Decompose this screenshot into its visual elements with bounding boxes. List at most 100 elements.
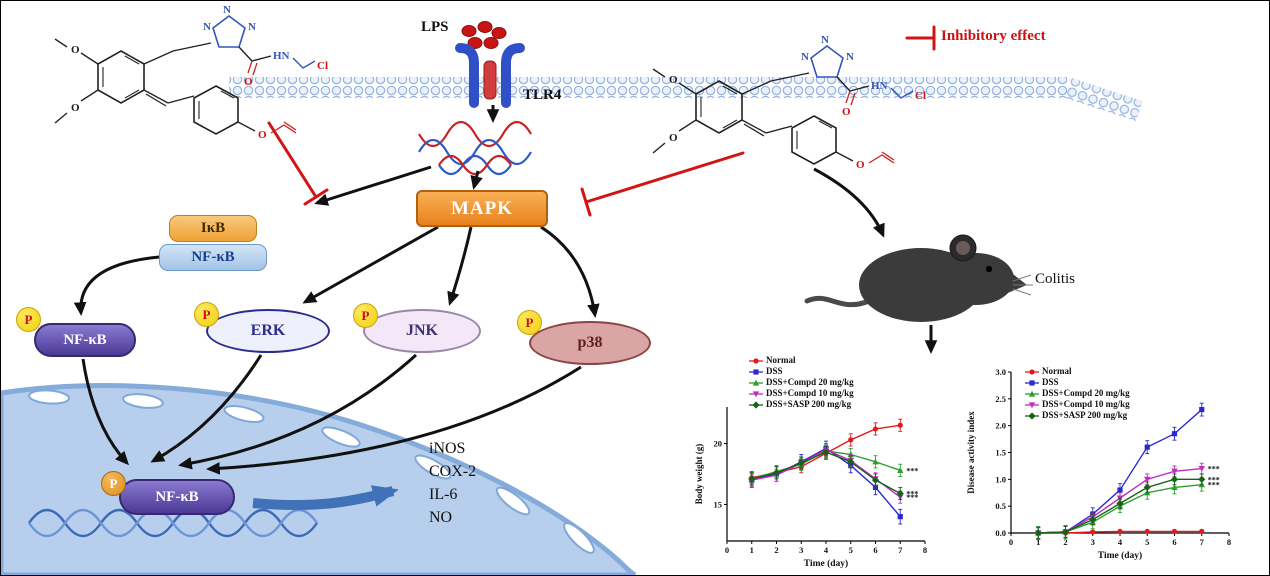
svg-text:6: 6 — [1172, 537, 1176, 547]
svg-text:20: 20 — [714, 439, 723, 449]
svg-text:4: 4 — [824, 545, 829, 555]
atom-label: N — [846, 51, 854, 63]
phospho-badge: P — [353, 303, 378, 328]
gene-item: COX-2 — [429, 463, 477, 480]
nuclear-nfkb-node: NF-κB — [119, 479, 235, 515]
phospho-badge: P — [101, 471, 126, 496]
svg-text:2.0: 2.0 — [995, 421, 1006, 431]
svg-text:0.0: 0.0 — [995, 528, 1006, 538]
transcription-arrow — [252, 485, 399, 511]
svg-text:7: 7 — [1200, 537, 1205, 547]
cell-membrane — [229, 77, 1143, 121]
svg-text:***: *** — [1208, 465, 1220, 474]
svg-text:Time (day): Time (day) — [1098, 550, 1142, 561]
atom-label: N — [203, 21, 211, 33]
phospho-badge: P — [517, 310, 542, 335]
mapk-node: MAPK — [416, 190, 548, 227]
atom-label: O — [842, 106, 851, 118]
lps-label: LPS — [421, 19, 449, 35]
atom-label: O — [71, 102, 80, 114]
atom-label: HN — [871, 80, 888, 92]
svg-text:1.5: 1.5 — [995, 448, 1006, 458]
svg-text:1.0: 1.0 — [995, 474, 1006, 484]
atom-label: Cl — [317, 60, 328, 72]
inhibitory-effect-label: Inhibitory effect — [941, 28, 1046, 44]
legend-label: DSS+Compd 20 mg/kg — [766, 377, 854, 387]
gene-item: IL-6 — [429, 486, 458, 503]
legend-item: DSS+SASP 200 mg/kg — [749, 399, 854, 410]
svg-text:0: 0 — [1009, 537, 1013, 547]
nuclear-pores — [28, 389, 595, 554]
svg-text:8: 8 — [1227, 537, 1231, 547]
tlr4-label: TLR4 — [523, 87, 562, 103]
compound-structure-left: O O N N N O HN Cl O — [54, 4, 328, 141]
svg-text:6: 6 — [873, 545, 877, 555]
svg-text:***: *** — [1208, 475, 1220, 484]
svg-text:3: 3 — [1091, 537, 1095, 547]
atom-label: N — [223, 4, 231, 16]
svg-text:7: 7 — [898, 545, 903, 555]
legend-item: Normal — [1025, 366, 1130, 377]
gene-item: iNOS — [429, 440, 466, 457]
atom-label: N — [821, 34, 829, 46]
legend-label: DSS+SASP 200 mg/kg — [766, 399, 852, 409]
gene-item: NO — [429, 509, 453, 526]
phospho-badge: P — [16, 307, 41, 332]
svg-text:3.0: 3.0 — [995, 367, 1006, 377]
legend-label: DSS+SASP 200 mg/kg — [1042, 410, 1128, 420]
erk-node: ERK — [206, 309, 330, 353]
atom-label: N — [248, 21, 256, 33]
legend-label: Normal — [766, 355, 796, 365]
mouse-image — [804, 234, 1033, 322]
legend-item: DSS+Compd 10 mg/kg — [1025, 399, 1130, 410]
atom-label: HN — [273, 50, 290, 62]
lps-particles-icon — [461, 21, 507, 49]
svg-text:3: 3 — [799, 545, 803, 555]
svg-text:***: *** — [906, 466, 918, 475]
legend-label: DSS+Compd 10 mg/kg — [1042, 399, 1130, 409]
atom-label: O — [669, 132, 678, 144]
legend-item: DSS+Compd 20 mg/kg — [749, 377, 854, 388]
svg-text:0.5: 0.5 — [995, 501, 1006, 511]
phospho-badge: P — [194, 302, 219, 327]
svg-text:1: 1 — [1036, 537, 1040, 547]
colitis-label: Colitis — [1035, 271, 1076, 287]
jnk-node: JNK — [363, 309, 481, 353]
atom-label: O — [71, 44, 80, 56]
legend-label: DSS+Compd 20 mg/kg — [1042, 388, 1130, 398]
pathway-arrows — [73, 105, 938, 475]
legend-label: DSS — [766, 366, 783, 376]
atom-label: O — [856, 159, 865, 171]
nucleus — [1, 383, 637, 575]
ikb-node: IκB — [169, 215, 257, 242]
svg-text:Time (day): Time (day) — [804, 558, 848, 569]
svg-text:15: 15 — [714, 499, 723, 509]
nuclear-dna-icon — [28, 508, 318, 538]
legend-label: DSS+Compd 10 mg/kg — [766, 388, 854, 398]
nfkb-node: NF-κB — [159, 244, 267, 271]
svg-text:4: 4 — [1118, 537, 1123, 547]
svg-text:***: *** — [1208, 481, 1220, 490]
legend-item: DSS — [1025, 377, 1130, 388]
svg-text:2: 2 — [774, 545, 778, 555]
atom-label: Cl — [915, 90, 926, 102]
svg-text:8: 8 — [923, 545, 927, 555]
svg-text:***: *** — [906, 489, 918, 498]
compound-structure-right: O O N N N O HN Cl O — [652, 34, 926, 171]
legend-item: DSS — [749, 366, 854, 377]
svg-text:1: 1 — [750, 545, 754, 555]
svg-text:2: 2 — [1063, 537, 1067, 547]
legend-item: DSS+SASP 200 mg/kg — [1025, 410, 1130, 421]
target-genes-list: iNOS COX-2 IL-6 NO — [429, 437, 476, 529]
atom-label: O — [669, 74, 678, 86]
legend-label: Normal — [1042, 366, 1072, 376]
svg-text:Body weight (g): Body weight (g) — [694, 444, 704, 505]
inhibition-lines — [267, 25, 936, 217]
